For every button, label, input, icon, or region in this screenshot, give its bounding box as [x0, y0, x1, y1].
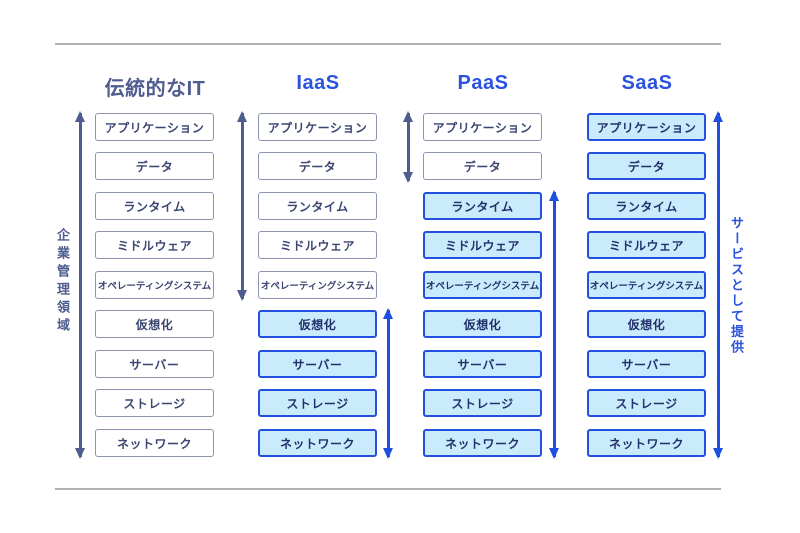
- layer-box: ストレージ: [423, 389, 542, 417]
- layer-box: ネットワーク: [258, 429, 377, 457]
- managed-scope-arrow-traditional: [79, 113, 82, 457]
- layer-box: 仮想化: [587, 310, 706, 338]
- layer-box: データ: [95, 152, 214, 180]
- top-divider-line: [55, 43, 721, 45]
- layer-box: サーバー: [258, 350, 377, 378]
- provided-scope-arrow-iaas: [387, 310, 390, 457]
- layer-box: ネットワーク: [423, 429, 542, 457]
- layer-box: ランタイム: [587, 192, 706, 220]
- bottom-divider-line: [55, 488, 721, 490]
- layer-box: ミドルウェア: [423, 231, 542, 259]
- column-header-iaas: IaaS: [296, 72, 340, 94]
- layer-box: ストレージ: [258, 389, 377, 417]
- column-header-paas: PaaS: [457, 72, 509, 94]
- managed-scope-arrow-paas: [407, 113, 410, 181]
- layer-box: オペレーティングシステム: [423, 271, 542, 299]
- layer-box: 仮想化: [95, 310, 214, 338]
- layer-box: オペレーティングシステム: [258, 271, 377, 299]
- layer-box: データ: [587, 152, 706, 180]
- layer-box: ランタイム: [95, 192, 214, 220]
- layer-box: ミドルウェア: [95, 231, 214, 259]
- layer-box: データ: [258, 152, 377, 180]
- layer-box: アプリケーション: [423, 113, 542, 141]
- layer-box: 仮想化: [258, 310, 377, 338]
- layer-box: ストレージ: [587, 389, 706, 417]
- layer-box: ネットワーク: [587, 429, 706, 457]
- layer-box: ランタイム: [423, 192, 542, 220]
- layer-box: ネットワーク: [95, 429, 214, 457]
- layer-box: アプリケーション: [258, 113, 377, 141]
- layer-box: ミドルウェア: [587, 231, 706, 259]
- column-header-saas: SaaS: [621, 72, 673, 94]
- provided-as-service-label: サービスとして提供: [729, 216, 744, 356]
- layer-box: ランタイム: [258, 192, 377, 220]
- layer-box: 仮想化: [423, 310, 542, 338]
- layer-box: ミドルウェア: [258, 231, 377, 259]
- layer-box: データ: [423, 152, 542, 180]
- layer-box: アプリケーション: [95, 113, 214, 141]
- layer-box: サーバー: [423, 350, 542, 378]
- enterprise-managed-scope-label: 企業管理領域: [55, 228, 70, 336]
- provided-scope-arrow-paas: [553, 192, 556, 457]
- column-header-traditional-it: 伝統的なIT: [104, 78, 206, 100]
- layer-box: サーバー: [587, 350, 706, 378]
- layer-box: オペレーティングシステム: [587, 271, 706, 299]
- managed-scope-arrow-iaas: [241, 113, 244, 299]
- layer-box: サーバー: [95, 350, 214, 378]
- layer-box: ストレージ: [95, 389, 214, 417]
- provided-scope-arrow-saas: [717, 113, 720, 457]
- layer-box: オペレーティングシステム: [95, 271, 214, 299]
- layer-box: アプリケーション: [587, 113, 706, 141]
